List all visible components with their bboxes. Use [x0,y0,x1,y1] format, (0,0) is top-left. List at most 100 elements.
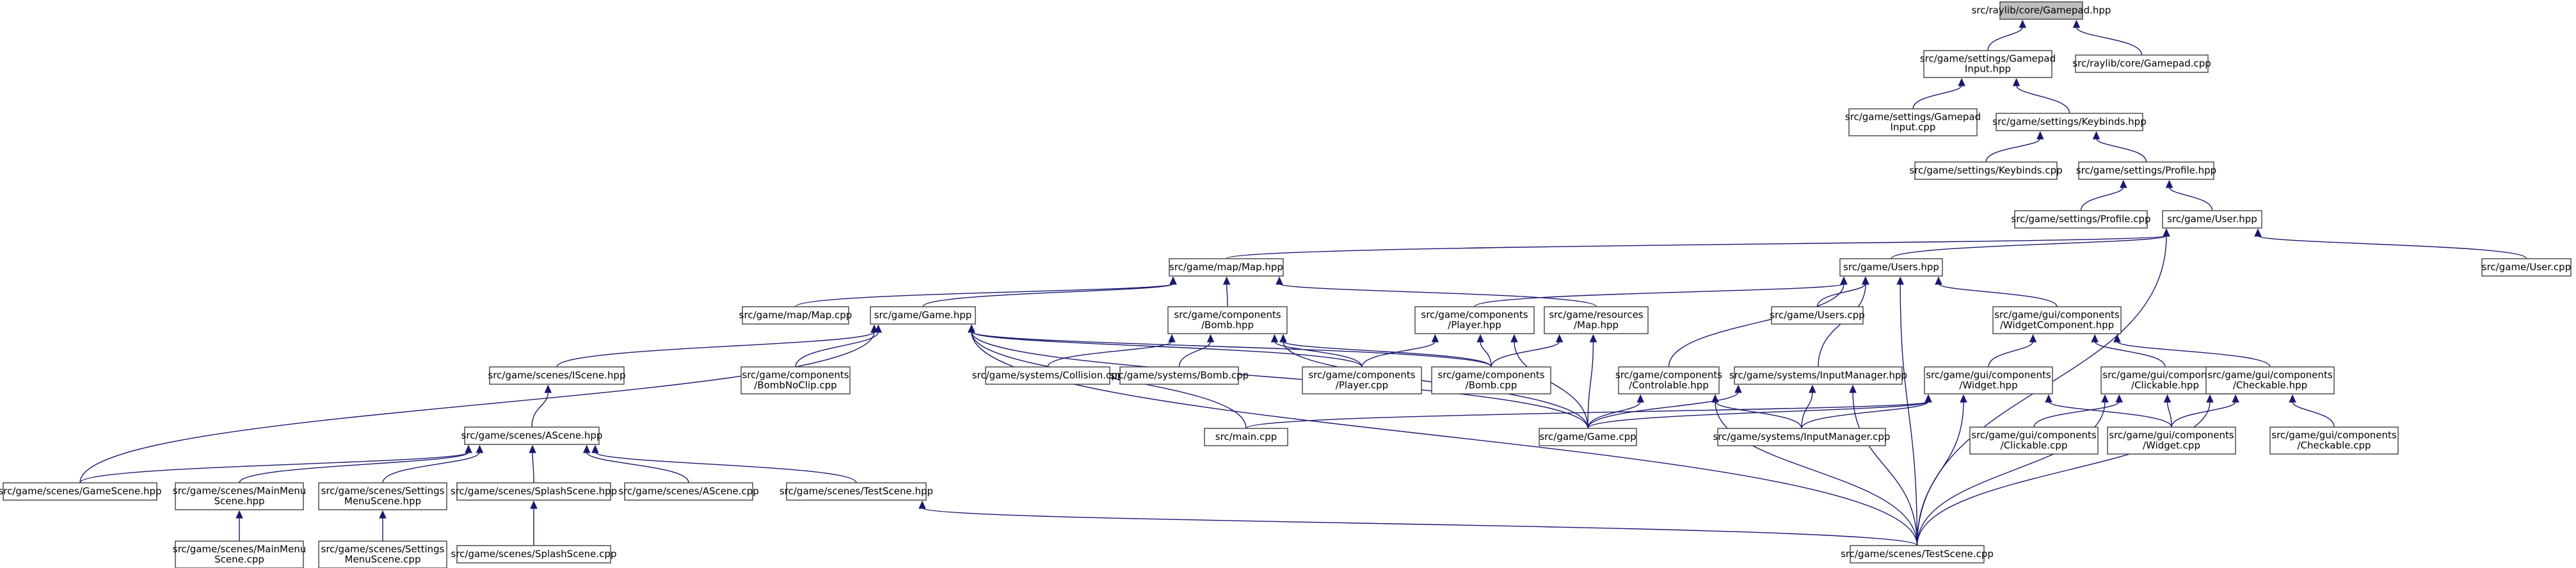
edge-line [79,331,875,483]
node-label: src/game/settings/Gamepad [1845,111,1981,123]
arrowhead-icon [2165,179,2173,188]
node-src-game-systems-inputmanager-cpp[interactable]: src/game/systems/InputManager.cpp [1713,428,1891,446]
node-label: src/game/gui/components [1971,430,2097,441]
node-src-game-components-bomb-hpp[interactable]: src/game/components/Bomb.hpp [1167,306,1288,334]
edge-line [2015,85,2070,114]
node-label: src/game/gui/components [1994,309,2120,321]
edge-line [1226,235,2167,259]
edge-n29-n46 [1916,394,2214,546]
node-box [1839,258,1943,277]
node-src-game-systems-inputmanager-hpp[interactable]: src/game/systems/InputManager.hpp [1729,366,1907,385]
node-src-game-scenes-testscene-cpp[interactable]: src/game/scenes/TestScene.cpp [1841,545,1994,564]
node-box [742,306,849,325]
arrowhead-icon [582,444,591,453]
node-box [2205,366,2335,394]
node-label: /Checkable.cpp [2297,440,2371,451]
node-box [1996,113,2143,131]
node-label: src/game/Game.hpp [874,309,972,321]
node-label: src/game/Users.hpp [1843,261,1939,273]
node-src-game-components-bombnoclip-cpp[interactable]: src/game/components/BombNoClip.cpp [740,366,851,394]
node-label: src/game/map/Map.hpp [1169,261,1283,273]
arrowhead-icon [2254,228,2262,237]
edge-n13-n19 [556,324,878,368]
node-src-game-map-map-cpp[interactable]: src/game/map/Map.cpp [739,306,852,325]
node-src-game-game-cpp[interactable]: src/game/Game.cpp [1539,428,1637,446]
node-src-game-components-player-hpp[interactable]: src/game/components/Player.hpp [1414,306,1535,334]
node-src-game-users-cpp[interactable]: src/game/Users.cpp [1770,306,1865,325]
edge-n10-n46 [1896,276,1918,546]
node-src-game-scenes-iscene-hpp[interactable]: src/game/scenes/IScene.hpp [488,366,626,385]
arrowhead-icon [530,500,538,509]
node-src-game-gui-components-widget-cpp[interactable]: src/game/gui/components/Widget.cpp [2107,426,2236,455]
node-src-game-user-hpp[interactable]: src/game/User.hpp [2162,210,2262,229]
arrowhead-icon [2019,19,2027,28]
node-box [464,426,600,445]
edge-line [1988,341,2034,368]
node-src-game-scenes-splashscene-hpp[interactable]: src/game/scenes/SplashScene.hpp [451,482,617,501]
node-label: src/game/components [742,369,849,381]
node-src-game-gui-components-checkable-cpp[interactable]: src/game/gui/components/Checkable.cpp [2269,426,2399,455]
node-label: src/raylib/core/Gamepad.cpp [2072,58,2211,69]
node-src-game-scenes-gamescene-hpp[interactable]: src/game/scenes/GameScene.hpp [0,482,162,501]
node-label: /WidgetComponent.hpp [2000,320,2114,331]
node-src-game-settings-keybinds-cpp[interactable]: src/game/settings/Keybinds.cpp [1909,161,2063,180]
edge-line [922,507,1918,546]
node-src-game-user-cpp[interactable]: src/game/User.cpp [2481,258,2572,277]
node-src-game-settings-keybinds-hpp[interactable]: src/game/settings/Keybinds.hpp [1992,113,2147,131]
node-src-game-systems-collision-cpp[interactable]: src/game/systems/Collision.cpp [972,366,1124,385]
node-label: src/game/settings/Profile.cpp [2011,213,2150,225]
node-box [2162,210,2262,229]
node-src-raylib-core-gamepad-hpp[interactable]: src/raylib/core/Gamepad.hpp [1972,1,2111,20]
node-label: src/game/components [1421,309,1528,321]
node-src-game-components-player-cpp[interactable]: src/game/components/Player.cpp [1302,366,1422,394]
node-label: src/game/systems/InputManager.hpp [1729,369,1907,381]
arrowhead-icon [1279,334,1287,343]
edge-line [2257,235,2527,259]
node-src-game-scenes-testscene-hpp[interactable]: src/game/scenes/TestScene.hpp [780,482,933,501]
node-src-game-gui-components-clickable-cpp[interactable]: src/game/gui/components/Clickable.cpp [1969,426,2099,455]
arrowhead-icon [1168,334,1176,343]
node-src-game-settings-profile-cpp[interactable]: src/game/settings/Profile.cpp [2011,210,2151,229]
edge-line [1668,283,1844,368]
node-src-game-settings-profile-hpp[interactable]: src/game/settings/Profile.hpp [2076,161,2216,180]
node-src-game-game-hpp[interactable]: src/game/Game.hpp [870,306,976,325]
arrowhead-icon [2101,394,2109,403]
edge-n26-n46 [1849,384,1918,546]
node-box [1914,161,2058,180]
edge-n15-n23 [1361,334,1439,368]
node-label: src/game/scenes/TestScene.cpp [1841,548,1994,560]
arrowhead-icon [1734,384,1742,393]
edge-line [239,451,469,483]
node-label: /Player.hpp [1448,320,1501,331]
arrowhead-icon [591,444,599,453]
edge-n30-n40 [529,444,536,483]
node-src-game-components-controlable-hpp[interactable]: src/game/components/Controlable.hpp [1615,366,1722,394]
node-label: src/game/User.hpp [2167,213,2257,225]
node-src-game-scenes-splashscene-cpp[interactable]: src/game/scenes/SplashScene.cpp [451,545,617,564]
node-src-game-map-map-hpp[interactable]: src/game/map/Map.hpp [1169,258,1284,277]
node-src-game-gui-components-widget-hpp[interactable]: src/game/gui/components/Widget.hpp [1924,366,2053,394]
edge-n30-n39 [382,444,484,483]
node-src-game-resources-map-hpp[interactable]: src/game/resources/Map.hpp [1544,306,1649,334]
edge-line [2168,186,2213,211]
node-label: src/game/systems/Collision.cpp [972,369,1124,381]
node-src-game-scenes-ascene-cpp[interactable]: src/game/scenes/AScene.cpp [618,482,759,501]
node-label: MenuScene.hpp [344,496,421,507]
edge-n25-n46 [1711,394,1918,546]
node-src-game-users-hpp[interactable]: src/game/Users.hpp [1839,258,1943,277]
node-src-raylib-core-gamepad-cpp[interactable]: src/raylib/core/Gamepad.cpp [2072,54,2211,73]
node-src-game-scenes-ascene-hpp[interactable]: src/game/scenes/AScene.hpp [461,426,603,445]
node-src-game-gui-components-checkable-hpp[interactable]: src/game/gui/components/Checkable.hpp [2205,366,2335,394]
node-src-game-gui-components-widgetcomponent-hpp[interactable]: src/game/gui/components/WidgetComponent.… [1992,306,2122,334]
node-box [456,482,611,501]
node-src-game-systems-bomb-cpp[interactable]: src/game/systems/Bomb.cpp [1110,366,1249,385]
node-src-main-cpp[interactable]: src/main.cpp [1204,428,1288,446]
node-src-game-components-bomb-cpp[interactable]: src/game/components/Bomb.cpp [1431,366,1551,394]
arrowhead-icon [1924,394,1932,403]
